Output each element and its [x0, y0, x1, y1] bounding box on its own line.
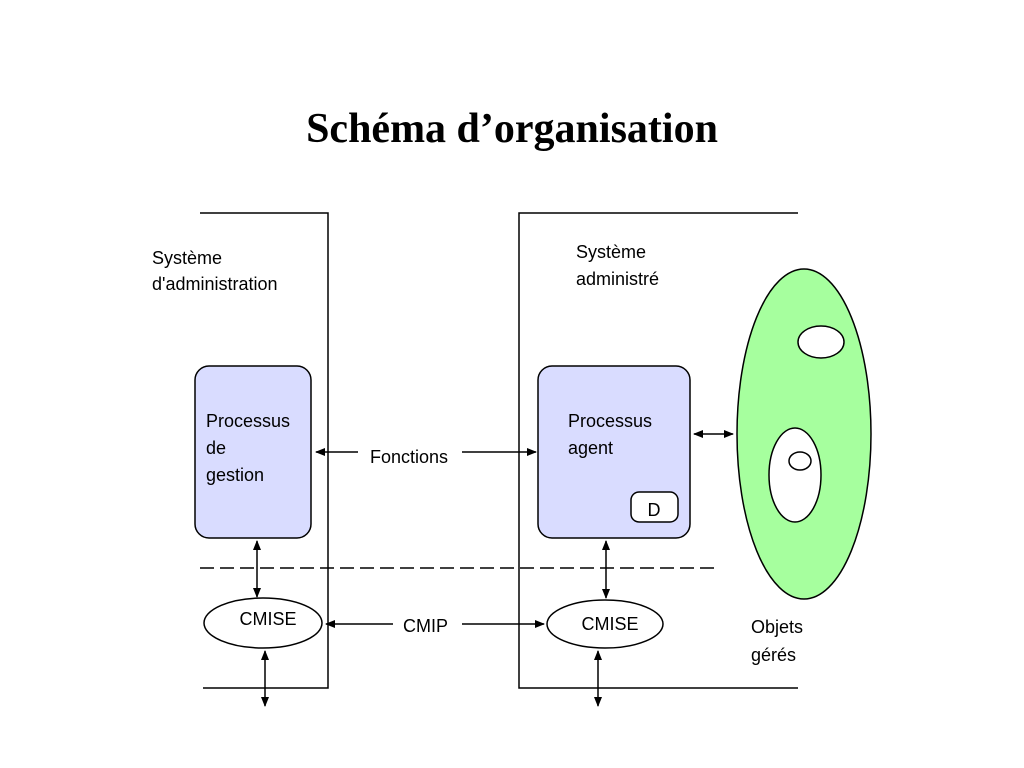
d-box-label: D: [648, 500, 661, 520]
cmise-right-ellipse: [546, 599, 664, 649]
managed-system-label: Système administré: [576, 242, 659, 289]
cmise-left-ellipse: [203, 597, 323, 649]
managed-object-small: [797, 325, 845, 359]
functions-label: Fonctions: [370, 447, 448, 467]
cmise-left-label: CMISE: [239, 609, 296, 629]
manager-process-label: Processus de gestion: [206, 411, 295, 485]
managed-system-boundary: [518, 212, 798, 689]
agent-process-label: Processus agent: [568, 411, 657, 458]
d-box: [630, 491, 679, 523]
managed-object-nested: [788, 451, 812, 471]
manager-process-box: [194, 365, 312, 539]
managed-object-large: [768, 427, 822, 523]
manager-system-label: Système d'administration: [152, 248, 278, 294]
cmise-right-label: CMISE: [581, 614, 638, 634]
managed-objects-label: Objets gérés: [751, 617, 808, 665]
page-title: Schéma d’organisation: [306, 106, 718, 152]
cmip-label: CMIP: [403, 616, 448, 636]
